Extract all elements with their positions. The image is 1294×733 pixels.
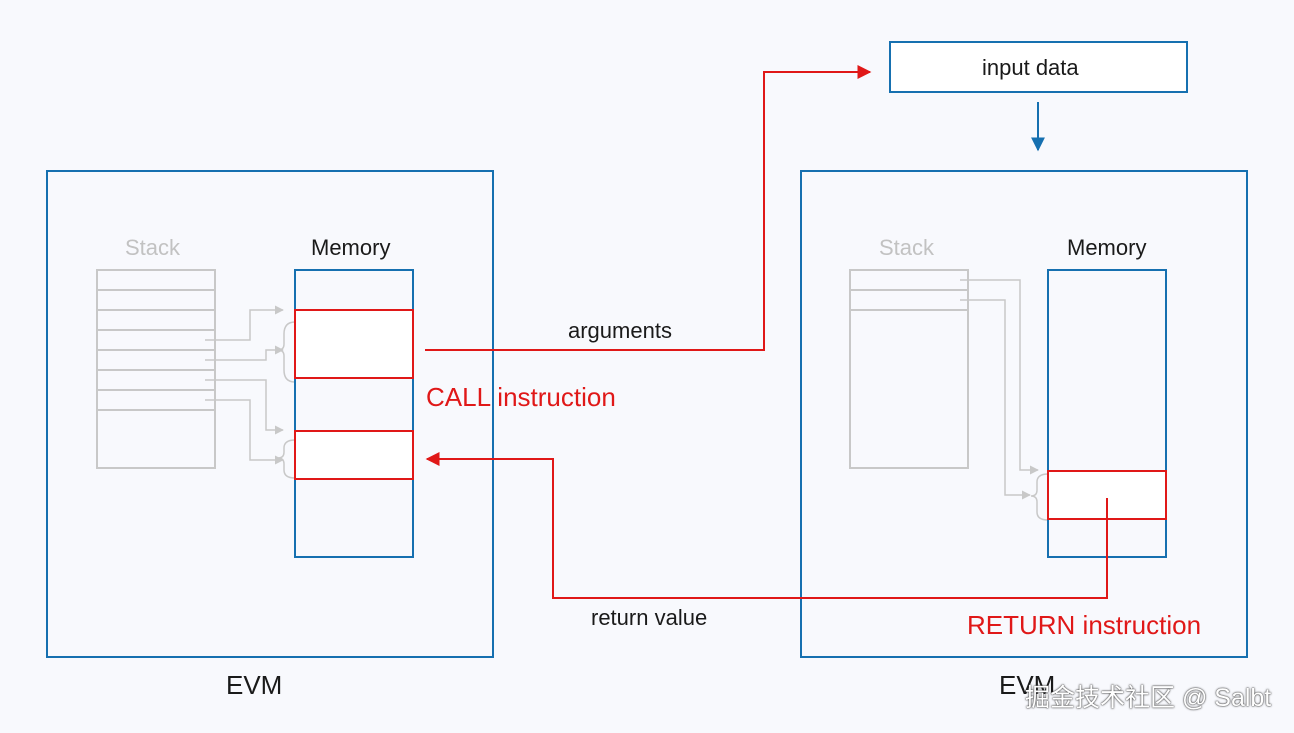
left-evm-frame [46,170,494,658]
right-stack [849,269,969,469]
arguments-label: arguments [568,318,672,343]
watermark: 掘金技术社区 @ Salbt [1025,684,1272,712]
return-value-flow-arrow [425,452,1108,599]
right-stack-pointers [960,279,1049,521]
left-call-args-region [294,309,414,379]
left-stack-pointers [205,305,296,479]
input-data-box [889,41,1188,93]
return-value-label: return value [591,605,708,630]
left-stack-label: Stack [125,235,181,260]
call-instruction-label: CALL instruction [426,382,616,412]
right-evm-frame [800,170,1248,658]
left-memory-label: Memory [311,235,391,260]
arguments-flow-arrow [425,65,872,351]
return-instruction-label: RETURN instruction [967,610,1202,640]
right-stack-label: Stack [879,235,935,260]
right-memory-label: Memory [1067,235,1147,260]
left-return-region [294,430,414,480]
left-stack [96,269,216,469]
left-memory [294,269,414,558]
right-evm-label: EVM [999,670,1056,700]
left-evm-label: EVM [226,670,283,700]
input-data-label: input data [982,55,1079,80]
